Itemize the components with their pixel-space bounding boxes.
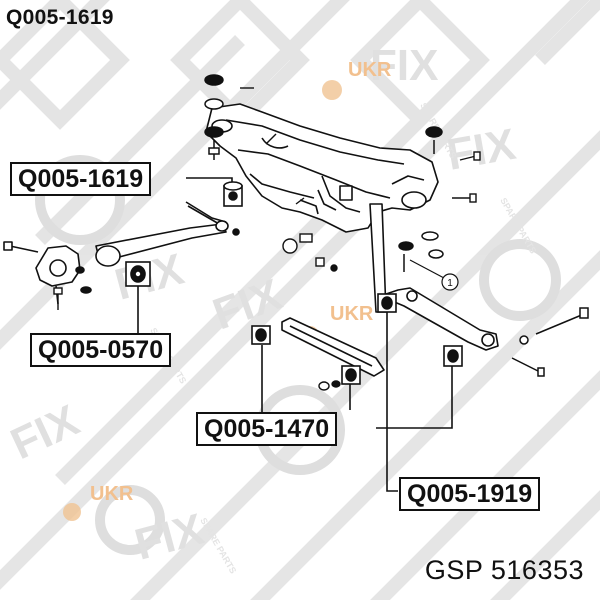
hardware-center [282,233,341,391]
label-q005-1470: Q005-1470 [196,412,338,446]
bushing-q005-0570 [125,261,151,287]
mount-stack-right [398,126,444,272]
watermark-fix-6: FIX [130,505,209,570]
label-q005-0570: Q005-0570 [30,333,172,367]
label-q005-1919: Q005-1919 [399,477,541,511]
watermark-fix-4: FIX [207,270,288,339]
right-trailing-link [369,203,499,351]
bushing-q005-1470-a [251,325,271,345]
watermark-ukr-3: UKR [90,483,134,505]
subframe [205,103,439,233]
callout-1: 1 [409,259,459,291]
bushing-q005-1470-b [341,365,361,385]
long-bolt-right [511,307,589,377]
upper-lateral-link [95,201,229,267]
bushing-right-end [443,345,463,367]
bolt-left-lower [53,287,63,310]
label-q005-1619: Q005-1619 [10,162,152,196]
watermark-fix-3: FIX [443,120,519,180]
lower-lateral-link [281,317,385,377]
bushing-q005-1919 [377,293,397,313]
bushing-q005-1619 [223,181,243,236]
callout-number: 1 [447,278,453,289]
watermark-ukr-2: UKR [330,303,374,325]
watermark-fix-1: FIX [370,41,438,90]
mount-stack-left [204,74,224,160]
part-number-footer: GSP 516353 [424,555,584,585]
bolts-top [240,87,481,205]
watermark-ukr-1: UKR [348,59,392,81]
page-title: Q005-1619 [6,6,114,29]
